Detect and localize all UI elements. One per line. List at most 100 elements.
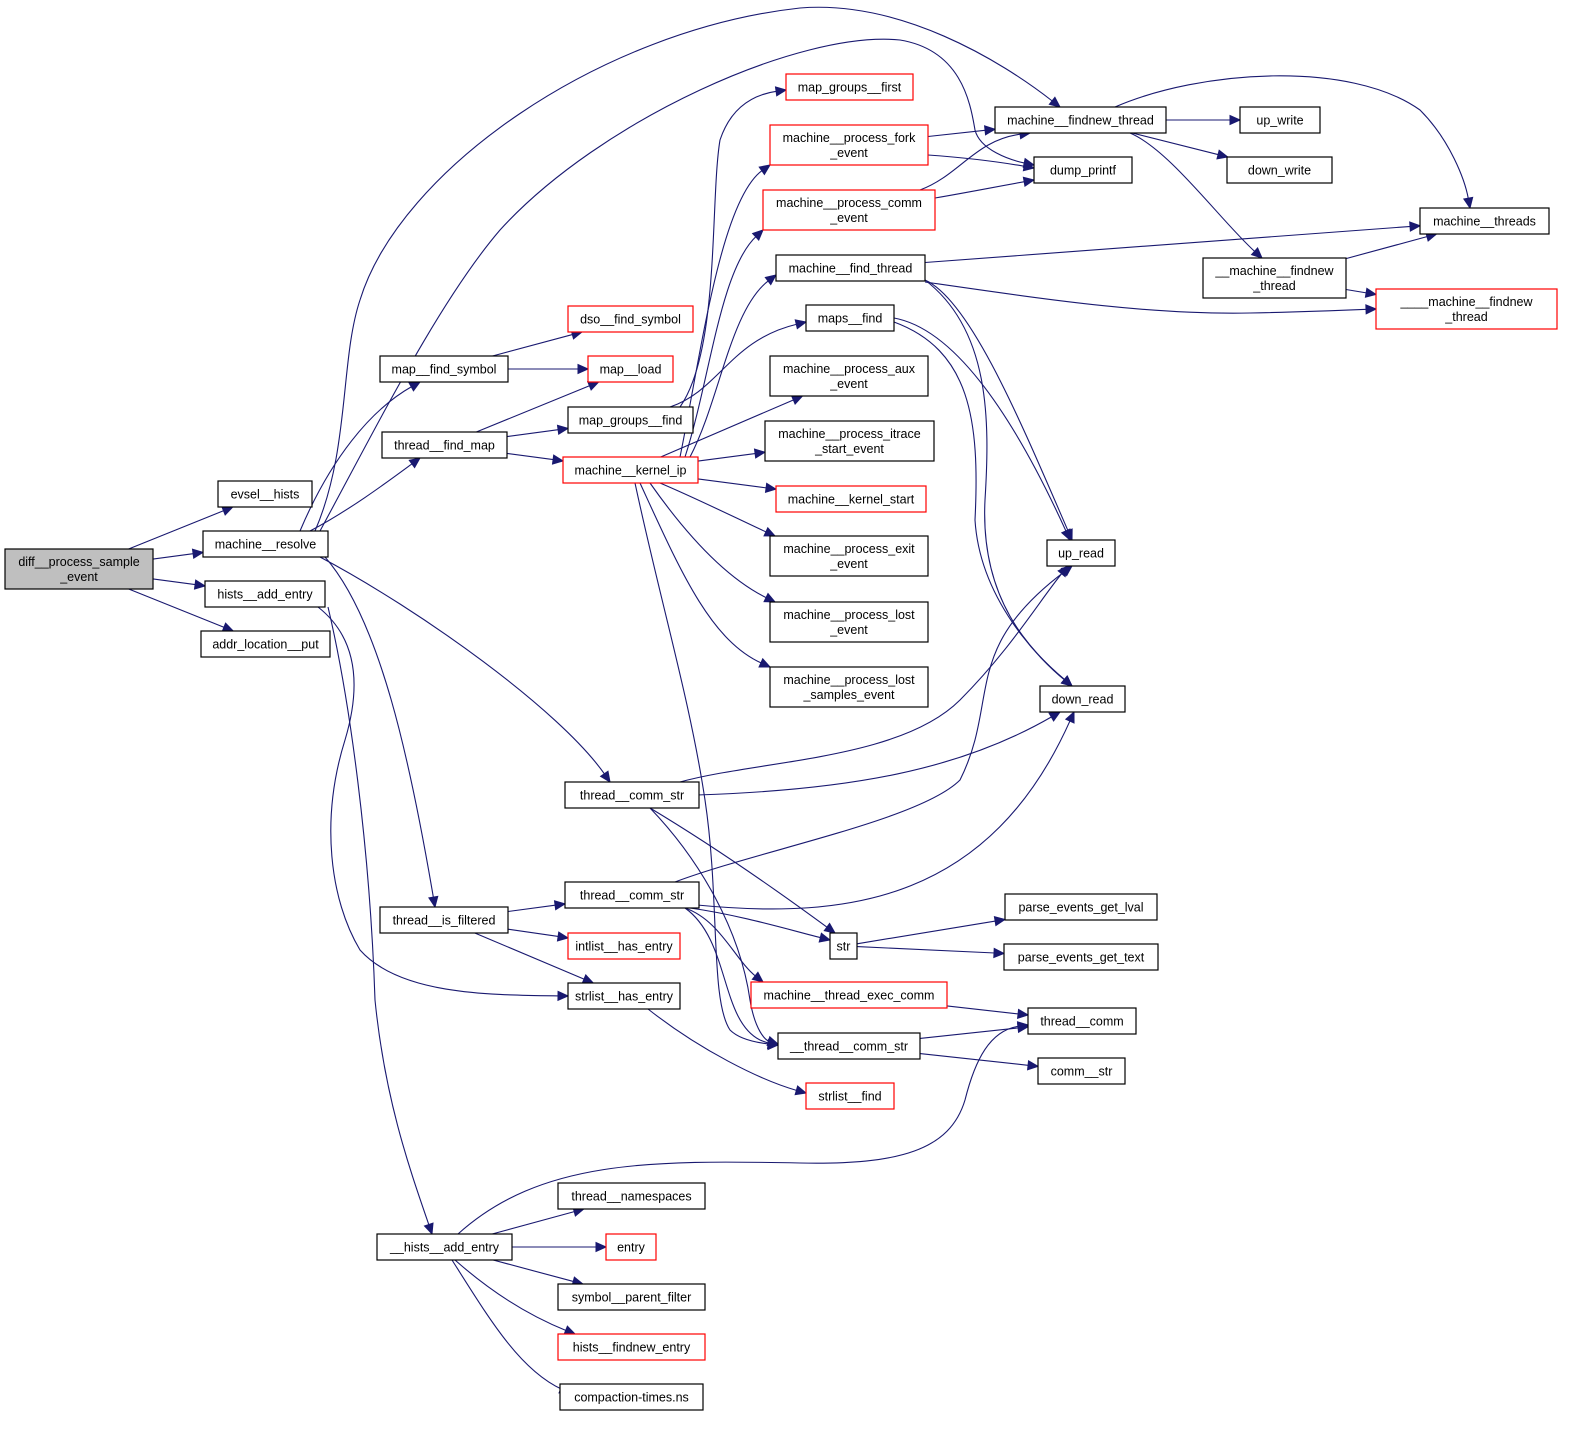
- node-box[interactable]: [567, 932, 681, 960]
- node-diff[interactable]: diff__process_sample_event: [4, 548, 154, 590]
- node-map-groups-find[interactable]: map_groups__find: [567, 406, 694, 434]
- node-mpaux[interactable]: machine__process_aux_event: [769, 355, 929, 397]
- node-box[interactable]: [769, 124, 929, 166]
- node-box[interactable]: [562, 456, 699, 484]
- node-box[interactable]: [769, 601, 929, 643]
- node-thread-namespaces[interactable]: thread__namespaces: [557, 1182, 706, 1210]
- node---machine-findnew-thread[interactable]: __machine__findnew_thread: [1202, 257, 1347, 299]
- node-box[interactable]: [1226, 156, 1333, 184]
- node-parse-events-get-lval[interactable]: parse_events_get_lval: [1004, 893, 1158, 921]
- node-box[interactable]: [557, 1182, 706, 1210]
- node-compaction-times-ns[interactable]: compaction-times.ns: [559, 1383, 704, 1411]
- node-thread-comm-str-1[interactable]: thread__comm_str: [564, 781, 700, 809]
- node-box[interactable]: [1239, 106, 1321, 134]
- node-mplost[interactable]: machine__process_lost_event: [769, 601, 929, 643]
- node-intlist-has-entry[interactable]: intlist__has_entry: [567, 932, 681, 960]
- node-box[interactable]: [769, 535, 929, 577]
- node-----machine-findnew-thread[interactable]: ____machine__findnew_thread: [1375, 288, 1558, 330]
- node-box[interactable]: [217, 480, 313, 508]
- node-box[interactable]: [762, 189, 936, 231]
- node-box[interactable]: [805, 1082, 895, 1110]
- node-machine-findnew-thread[interactable]: machine__findnew_thread: [994, 106, 1167, 134]
- node-machine-find-thread[interactable]: machine__find_thread: [775, 254, 926, 282]
- node-up-write[interactable]: up_write: [1239, 106, 1321, 134]
- node-box[interactable]: [805, 304, 895, 332]
- node-map-groups-first[interactable]: map_groups__first: [785, 73, 914, 101]
- node-box[interactable]: [564, 781, 700, 809]
- node-box[interactable]: [559, 1383, 704, 1411]
- node-box[interactable]: [557, 1333, 706, 1361]
- node-thread-comm[interactable]: thread__comm: [1027, 1007, 1137, 1035]
- node-hists-add-entry[interactable]: hists__add_entry: [204, 580, 326, 608]
- node---hists-add-entry[interactable]: __hists__add_entry: [376, 1233, 513, 1261]
- node-map-find-symbol[interactable]: map__find_symbol: [379, 355, 509, 383]
- node-comm-str[interactable]: comm__str: [1037, 1057, 1126, 1085]
- node-box[interactable]: [1375, 288, 1558, 330]
- node-box[interactable]: [4, 548, 154, 590]
- node-box[interactable]: [379, 355, 509, 383]
- node-machine-thread-exec-comm[interactable]: machine__thread_exec_comm: [750, 981, 948, 1009]
- node-entry[interactable]: entry: [605, 1233, 657, 1261]
- node-up-read[interactable]: up_read: [1046, 539, 1116, 567]
- node-down-read[interactable]: down_read: [1039, 685, 1126, 713]
- node-box[interactable]: [769, 666, 929, 708]
- node-box[interactable]: [1046, 539, 1116, 567]
- node-box[interactable]: [1003, 943, 1159, 971]
- node-box[interactable]: [777, 1032, 921, 1060]
- node-box[interactable]: [769, 355, 929, 397]
- node-box[interactable]: [1202, 257, 1347, 299]
- node-box[interactable]: [376, 1233, 513, 1261]
- node-thread-find-map[interactable]: thread__find_map: [381, 431, 508, 459]
- node-box[interactable]: [1037, 1057, 1126, 1085]
- node-map-load[interactable]: map__load: [587, 355, 674, 383]
- node-box[interactable]: [775, 485, 927, 513]
- node-machine-kernel-start[interactable]: machine__kernel_start: [775, 485, 927, 513]
- node-box[interactable]: [829, 932, 858, 960]
- node-box[interactable]: [775, 254, 926, 282]
- node-box[interactable]: [564, 881, 700, 909]
- node-down-write[interactable]: down_write: [1226, 156, 1333, 184]
- node-box[interactable]: [381, 431, 508, 459]
- node-machine-kernel-ip[interactable]: machine__kernel_ip: [562, 456, 699, 484]
- node-box[interactable]: [1004, 893, 1158, 921]
- node-symbol-parent-filter[interactable]: symbol__parent_filter: [557, 1283, 706, 1311]
- node-box[interactable]: [587, 355, 674, 383]
- node-box[interactable]: [567, 305, 694, 333]
- node-box[interactable]: [994, 106, 1167, 134]
- node-machine-resolve[interactable]: machine__resolve: [202, 530, 329, 558]
- node-strlist-find[interactable]: strlist__find: [805, 1082, 895, 1110]
- node-hists-findnew-entry[interactable]: hists__findnew_entry: [557, 1333, 706, 1361]
- node-parse-events-get-text[interactable]: parse_events_get_text: [1003, 943, 1159, 971]
- node-box[interactable]: [750, 981, 948, 1009]
- node-box[interactable]: [1039, 685, 1126, 713]
- node-box[interactable]: [557, 1283, 706, 1311]
- node-box[interactable]: [567, 406, 694, 434]
- node-box[interactable]: [202, 530, 329, 558]
- node-thread-comm-str-2[interactable]: thread__comm_str: [564, 881, 700, 909]
- node-box[interactable]: [204, 580, 326, 608]
- node-dump-printf[interactable]: dump_printf: [1033, 156, 1133, 184]
- node-addr-location-put[interactable]: addr_location__put: [200, 630, 331, 658]
- node-maps-find[interactable]: maps__find: [805, 304, 895, 332]
- node-mpitrace[interactable]: machine__process_itrace_start_event: [764, 420, 935, 462]
- node-mplostsamples[interactable]: machine__process_lost_samples_event: [769, 666, 929, 708]
- node-box[interactable]: [200, 630, 331, 658]
- node-dso-find-symbol[interactable]: dso__find_symbol: [567, 305, 694, 333]
- node-box[interactable]: [1419, 207, 1550, 235]
- node-box[interactable]: [1033, 156, 1133, 184]
- node-str[interactable]: str: [829, 932, 858, 960]
- node-box[interactable]: [379, 906, 509, 934]
- node-box[interactable]: [764, 420, 935, 462]
- node-thread-is-filtered[interactable]: thread__is_filtered: [379, 906, 509, 934]
- node-machine-threads[interactable]: machine__threads: [1419, 207, 1550, 235]
- node-mpexit[interactable]: machine__process_exit_event: [769, 535, 929, 577]
- node-box[interactable]: [567, 982, 681, 1010]
- node-box[interactable]: [1027, 1007, 1137, 1035]
- node-box[interactable]: [605, 1233, 657, 1261]
- node-evsel-hists[interactable]: evsel__hists: [217, 480, 313, 508]
- node-mpfork[interactable]: machine__process_fork_event: [769, 124, 929, 166]
- node-box[interactable]: [785, 73, 914, 101]
- node---thread-comm-str[interactable]: __thread__comm_str: [777, 1032, 921, 1060]
- node-mpcomm[interactable]: machine__process_comm_event: [762, 189, 936, 231]
- node-strlist-has-entry[interactable]: strlist__has_entry: [567, 982, 681, 1010]
